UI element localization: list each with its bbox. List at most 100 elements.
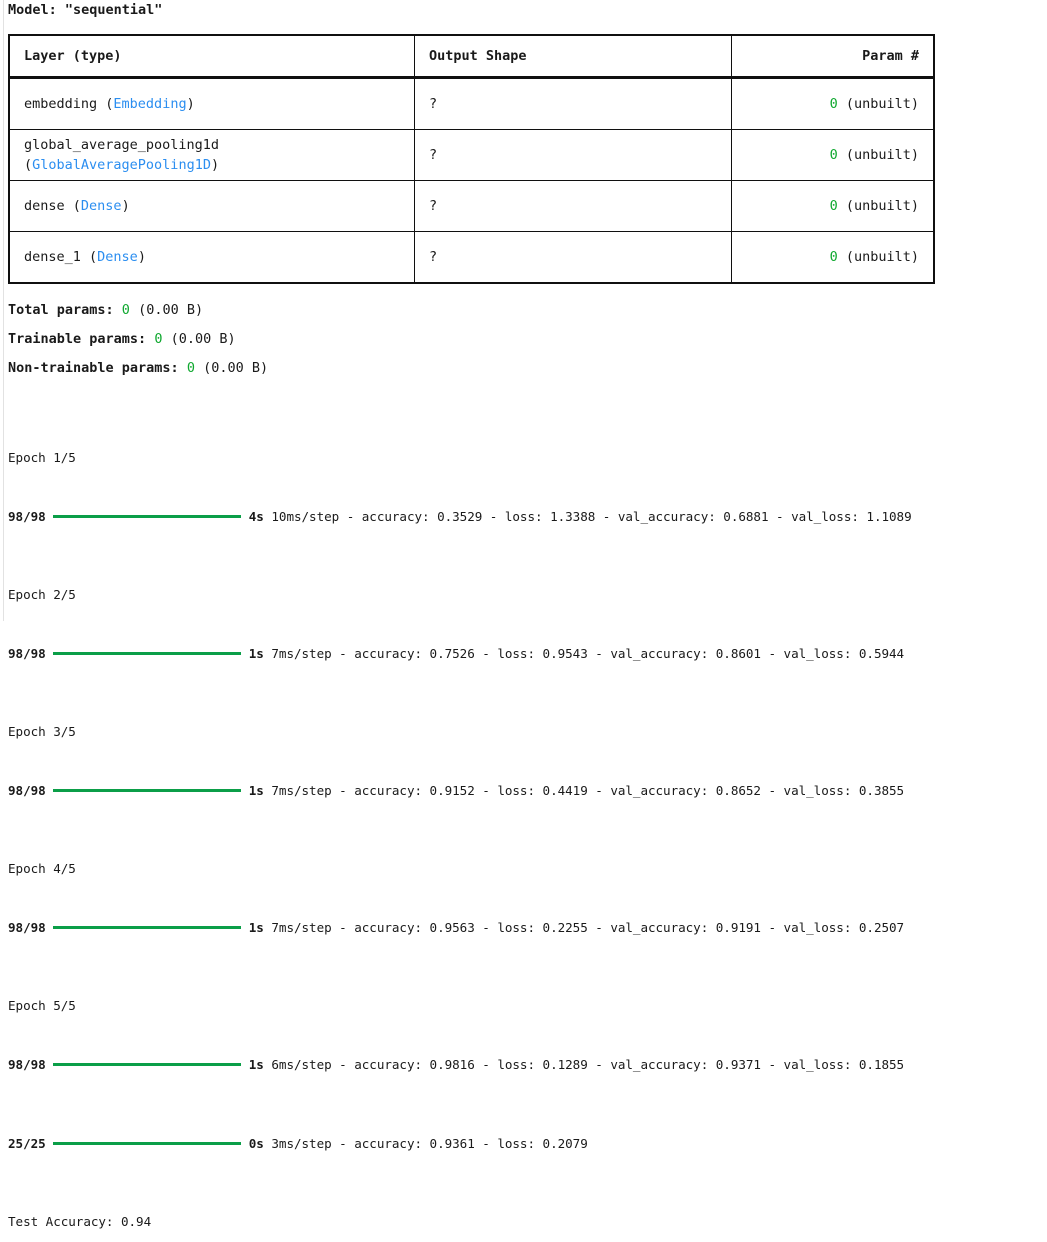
param-note: (unbuilt) [837, 248, 919, 265]
layer-type: Embedding [113, 95, 187, 112]
table-row: global_average_pooling1d (GlobalAveragePo… [8, 129, 935, 181]
total-params-value: 0 [121, 302, 130, 318]
step-counter: 98/98 [8, 508, 46, 524]
step-counter: 98/98 [8, 782, 46, 798]
layer-paren-close: ) [137, 248, 146, 265]
trainable-params-value: 0 [154, 331, 163, 347]
output-gutter-line [3, 0, 4, 621]
output-shape-cell: ? [414, 231, 732, 284]
layer-paren-open: ( [105, 95, 114, 112]
param-note: (unbuilt) [837, 146, 919, 163]
layer-paren-open: ( [24, 157, 33, 173]
total-params-line: Total params: 0 (0.00 B) [8, 296, 1047, 325]
epoch-header: Epoch 4/5 [8, 861, 76, 877]
epoch-progress-line: 98/98 1s 7ms/step - accuracy: 0.7526 - l… [8, 644, 1047, 664]
step-counter: 98/98 [8, 1057, 46, 1073]
evaluation-metrics: 3ms/step - accuracy: 0.9361 - loss: 0.20… [263, 1135, 588, 1151]
layer-paren-open: ( [89, 248, 98, 265]
output-shape-cell: ? [414, 180, 732, 232]
epoch-metrics: 6ms/step - accuracy: 0.9816 - loss: 0.12… [263, 1057, 905, 1073]
epoch-metrics: 7ms/step - accuracy: 0.7526 - loss: 0.95… [263, 645, 905, 661]
total-params-note: (0.00 B) [129, 302, 204, 318]
table-row: embedding (Embedding) ? 0 (unbuilt) [8, 77, 935, 130]
elapsed-time: 1s [248, 645, 264, 661]
epoch-progress-line: 98/98 1s 7ms/step - accuracy: 0.9152 - l… [8, 781, 1047, 801]
layer-name: dense_1 [24, 248, 90, 265]
layer-paren-open: ( [72, 197, 81, 214]
elapsed-time: 1s [248, 782, 264, 798]
test-accuracy-line: Test Accuracy: 0.94 [8, 1213, 152, 1229]
layer-cell: embedding (Embedding) [8, 77, 415, 130]
layer-name: global_average_pooling1d [24, 137, 220, 153]
param-value: 0 [829, 248, 838, 265]
table-row: dense_1 (Dense) ? 0 (unbuilt) [8, 231, 935, 284]
epoch-metrics: 7ms/step - accuracy: 0.9152 - loss: 0.44… [263, 782, 905, 798]
param-note: (unbuilt) [837, 197, 919, 214]
layer-paren-close: ) [121, 197, 130, 214]
column-header-layer: Layer (type) [8, 35, 415, 79]
layer-type: GlobalAveragePooling1D [32, 157, 211, 173]
progress-bar [53, 514, 242, 518]
param-note: (unbuilt) [837, 95, 919, 112]
layer-paren-close: ) [186, 95, 195, 112]
param-cell: 0 (unbuilt) [731, 129, 935, 181]
notebook-output-cell: Model: "sequential" Layer (type) Output … [3, 0, 935, 1229]
model-summary-table: Layer (type) Output Shape Param # embedd… [8, 34, 935, 284]
layer-name: embedding [24, 95, 106, 112]
elapsed-time: 1s [248, 1057, 264, 1073]
column-header-param: Param # [731, 35, 935, 79]
param-cell: 0 (unbuilt) [731, 180, 935, 232]
param-value: 0 [829, 197, 838, 214]
column-header-output-shape: Output Shape [414, 35, 732, 79]
summary-table-body: embedding (Embedding) ? 0 (unbuilt) glob… [8, 77, 935, 284]
epoch-progress-line: 98/98 4s 10ms/step - accuracy: 0.3529 - … [8, 507, 1047, 527]
output-content: Model: "sequential" Layer (type) Output … [8, 0, 1047, 1242]
layer-type: Dense [97, 248, 138, 265]
output-shape-cell: ? [414, 129, 732, 181]
elapsed-time: 1s [248, 920, 264, 936]
elapsed-time: 4s [248, 508, 264, 524]
progress-bar [53, 1063, 242, 1067]
step-counter: 98/98 [8, 920, 46, 936]
layer-cell: global_average_pooling1d (GlobalAveragePo… [8, 129, 415, 181]
total-params-label: Total params: [8, 302, 122, 318]
param-value: 0 [829, 95, 838, 112]
param-value: 0 [829, 146, 838, 163]
trainable-params-note: (0.00 B) [162, 331, 236, 347]
epoch-progress-line: 98/98 1s 7ms/step - accuracy: 0.9563 - l… [8, 918, 1047, 938]
table-row: dense (Dense) ? 0 (unbuilt) [8, 180, 935, 232]
epoch-header: Epoch 1/5 [8, 449, 76, 465]
elapsed-time: 0s [248, 1135, 264, 1151]
trainable-params-label: Trainable params: [8, 331, 155, 347]
param-cell: 0 (unbuilt) [731, 231, 935, 284]
epoch-metrics: 10ms/step - accuracy: 0.3529 - loss: 1.3… [263, 508, 912, 524]
layer-cell: dense_1 (Dense) [8, 231, 415, 284]
summary-header-row: Layer (type) Output Shape Param # [8, 35, 935, 79]
layer-cell: dense (Dense) [8, 180, 415, 232]
progress-bar [53, 1141, 242, 1145]
epoch-progress-line: 98/98 1s 6ms/step - accuracy: 0.9816 - l… [8, 1055, 1047, 1075]
epoch-metrics: 7ms/step - accuracy: 0.9563 - loss: 0.22… [263, 920, 905, 936]
trainable-params-line: Trainable params: 0 (0.00 B) [8, 325, 1047, 354]
layer-type: Dense [80, 197, 122, 214]
training-log: Epoch 1/5 98/98 4s 10ms/step - accuracy:… [8, 389, 1047, 1242]
progress-bar [53, 651, 242, 655]
step-counter: 25/25 [8, 1135, 46, 1151]
epoch-header: Epoch 5/5 [8, 998, 76, 1014]
layer-paren-close: ) [210, 157, 220, 173]
model-title: Model: "sequential" [8, 2, 163, 18]
layer-name: dense [24, 197, 73, 214]
non-trainable-params-line: Non-trainable params: 0 (0.00 B) [8, 354, 1047, 383]
param-cell: 0 (unbuilt) [731, 77, 935, 130]
params-summary: Total params: 0 (0.00 B) Trainable param… [8, 296, 1047, 383]
output-shape-cell: ? [414, 77, 732, 130]
non-trainable-params-label: Non-trainable params: [8, 360, 187, 376]
summary-table-head: Layer (type) Output Shape Param # [8, 35, 935, 79]
non-trainable-params-value: 0 [186, 360, 195, 376]
progress-bar [53, 788, 242, 792]
step-counter: 98/98 [8, 645, 46, 661]
epoch-header: Epoch 2/5 [8, 586, 76, 602]
epoch-header: Epoch 3/5 [8, 724, 76, 740]
progress-bar [53, 926, 242, 930]
non-trainable-params-note: (0.00 B) [194, 360, 269, 376]
